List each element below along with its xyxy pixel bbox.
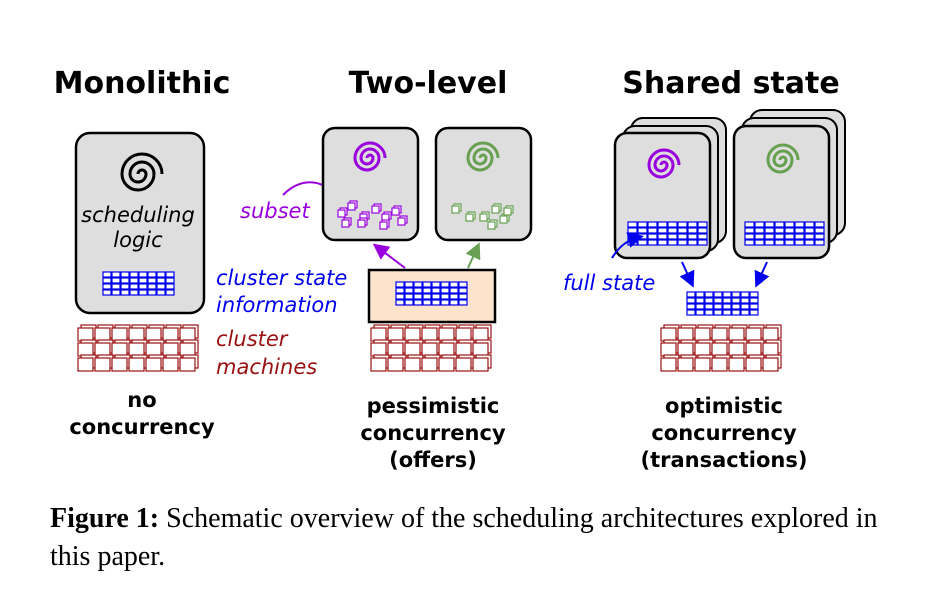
- shared-green-spiral-icon: [766, 143, 800, 174]
- purple-subset-icon: [337, 200, 408, 230]
- scheduling-label: scheduling: [81, 203, 195, 227]
- shared-right-arrow: [754, 261, 770, 288]
- shared-green-state-grid-icon: [744, 221, 825, 246]
- green-subset-icon: [451, 203, 514, 230]
- no-concurrency-line2: concurrency: [69, 415, 215, 439]
- monolithic-cluster-machines-icon: [77, 324, 199, 372]
- pessimistic-line3: (offers): [389, 448, 477, 472]
- cluster-state-label: cluster state: [216, 266, 347, 290]
- two-level-title: Two-level: [349, 66, 508, 101]
- green-spiral-icon: [466, 141, 500, 172]
- optimistic-line1: optimistic: [665, 394, 783, 418]
- green-offer-arrow: [465, 242, 481, 269]
- shared-state-title: Shared state: [622, 66, 839, 101]
- logic-label: logic: [113, 228, 163, 252]
- no-concurrency-line1: no: [127, 388, 156, 412]
- machines-label: machines: [216, 355, 317, 379]
- shared-state-grid-icon: [686, 291, 759, 316]
- resource-offer-box: [367, 268, 497, 324]
- cluster-label: cluster: [216, 327, 289, 351]
- caption-text: Schematic overview of the scheduling arc…: [50, 503, 878, 572]
- purple-spiral-icon: [353, 141, 387, 172]
- two-level-cluster-machines-icon: [370, 324, 492, 372]
- figure-label: Figure 1:: [50, 503, 160, 534]
- shared-purple-spiral-icon: [647, 148, 681, 179]
- monolithic-spiral-icon: [120, 152, 164, 192]
- monolithic-scheduler-box: [74, 131, 206, 315]
- shared-left-arrow: [679, 261, 695, 288]
- shared-cluster-machines-icon: [660, 324, 782, 372]
- pessimistic-line2: concurrency: [360, 421, 506, 445]
- full-state-arrow: [611, 232, 644, 259]
- shared-purple-state-grid-icon: [627, 221, 708, 246]
- pessimistic-line1: pessimistic: [367, 394, 500, 418]
- figure-caption: Figure 1: Schematic overview of the sche…: [50, 500, 890, 576]
- offer-state-grid-icon: [395, 281, 468, 306]
- architecture-diagram: Monolithic Two-level Shared state schedu…: [54, 66, 846, 472]
- optimistic-line2: concurrency: [651, 421, 797, 445]
- two-level-scheduler-green: [434, 126, 533, 242]
- optimistic-line3: (transactions): [641, 448, 808, 472]
- purple-offer-arrow: [372, 243, 406, 269]
- monolithic-title: Monolithic: [54, 66, 231, 101]
- monolithic-state-grid-icon: [102, 271, 175, 296]
- subset-label: subset: [240, 199, 310, 223]
- full-state-label: full state: [563, 271, 655, 295]
- information-label: information: [216, 293, 338, 317]
